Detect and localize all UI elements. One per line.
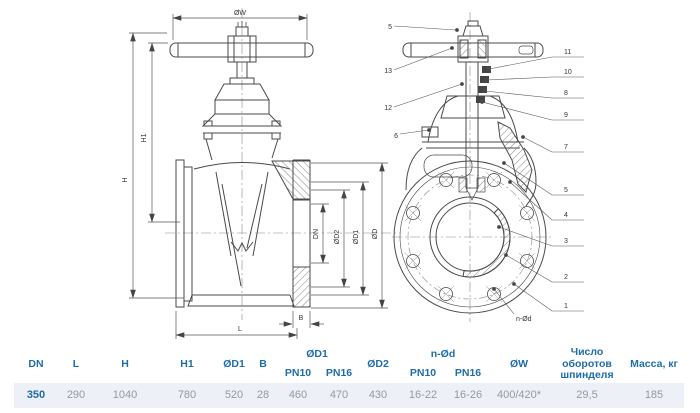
col-header-nd-pn16: PN16 [454,366,482,379]
callout-leaders [393,25,584,315]
col-header-nd-pn10: PN10 [409,366,437,379]
callout-right-1: 10 [564,69,572,76]
col-header-mass: Масса, кг [630,357,678,370]
left-view-dimensions [129,14,388,339]
header-row-2: PN10 PN16 PN10 PN16 [14,364,684,382]
dim-label-d2: ØD2 [334,230,341,245]
callout-left-2: 12 [384,105,392,112]
dim-label-dn: DN [313,229,320,239]
cell-d1-pn16: 470 [320,382,358,408]
callout-labels: 5 13 12 6 11 10 8 9 7 5 4 3 2 1 n-Ød [384,24,572,323]
cell-dn: 350 [14,382,58,408]
data-row: 350 290 1040 780 520 28 460 470 430 16-2… [14,382,684,408]
col-header-d1-pn10: PN10 [284,366,312,379]
technical-drawing: ØW H H1 DN ØD2 ØD1 ØD B L [122,8,584,339]
dim-label-h1: H1 [141,133,148,142]
callout-left-1: 13 [384,68,392,75]
left-view-dim-labels: ØW H H1 DN ØD2 ØD1 ØD B L [122,10,379,333]
holes-label: n-Ød [516,316,532,323]
cell-w: 400/420* [488,382,550,408]
col-header-h1: H1 [180,357,194,370]
cell-d1-pn10: 460 [276,382,320,408]
cell-d2: 430 [358,382,398,408]
col-header-turns: Число оборотов шпинделя [560,346,614,382]
col-header-w: ØW [509,357,529,370]
spec-table: DN L H H1 ØD1 B ØD1 ØD2 n-Ød ØW Число об… [14,346,684,408]
callout-right-9: 1 [564,303,568,310]
callout-left-0: 5 [388,24,392,31]
right-view-section [392,12,552,322]
cell-mass: 185 [624,382,684,408]
col-header-h: H [121,357,129,370]
dim-label-l: L [238,326,242,333]
left-view-front [165,8,400,320]
callout-right-0: 11 [564,49,571,56]
dim-label-d1: ØD1 [353,230,360,245]
cell-h: 1040 [94,382,156,408]
col-header-d2: ØD2 [367,357,389,370]
col-header-nd-group: n-Ød [430,348,456,361]
callout-right-2: 8 [564,90,568,97]
dim-label-d: ØD [372,229,379,240]
dim-label-ow: ØW [234,10,246,17]
callout-right-8: 2 [564,274,568,281]
col-header-l: L [72,357,80,370]
callout-right-7: 3 [564,238,568,245]
callout-right-6: 4 [564,212,568,219]
col-header-d1-group: ØD1 [306,348,328,361]
dim-label-h: H [122,177,129,182]
cell-nd-pn10: 16-22 [398,382,448,408]
callout-right-4: 7 [564,144,568,151]
cell-l: 290 [58,382,94,408]
callout-right-3: 9 [564,112,568,119]
bolt-holes [404,171,536,303]
col-header-b: B [259,357,267,370]
dim-label-b: B [299,315,304,322]
callout-left-3: 6 [394,133,398,140]
cell-turns: 29,5 [550,382,624,408]
cell-b: 28 [250,382,276,408]
col-header-dn: DN [28,357,44,370]
col-header-d1: ØD1 [223,357,245,370]
callout-right-5: 5 [564,187,568,194]
cell-h1: 780 [156,382,218,408]
cell-d1: 520 [218,382,250,408]
col-header-d1-pn16: PN16 [325,366,353,379]
cell-nd-pn16: 16-26 [448,382,488,408]
header-row-1: DN L H H1 ØD1 B ØD1 ØD2 n-Ød ØW Число об… [14,346,684,381]
